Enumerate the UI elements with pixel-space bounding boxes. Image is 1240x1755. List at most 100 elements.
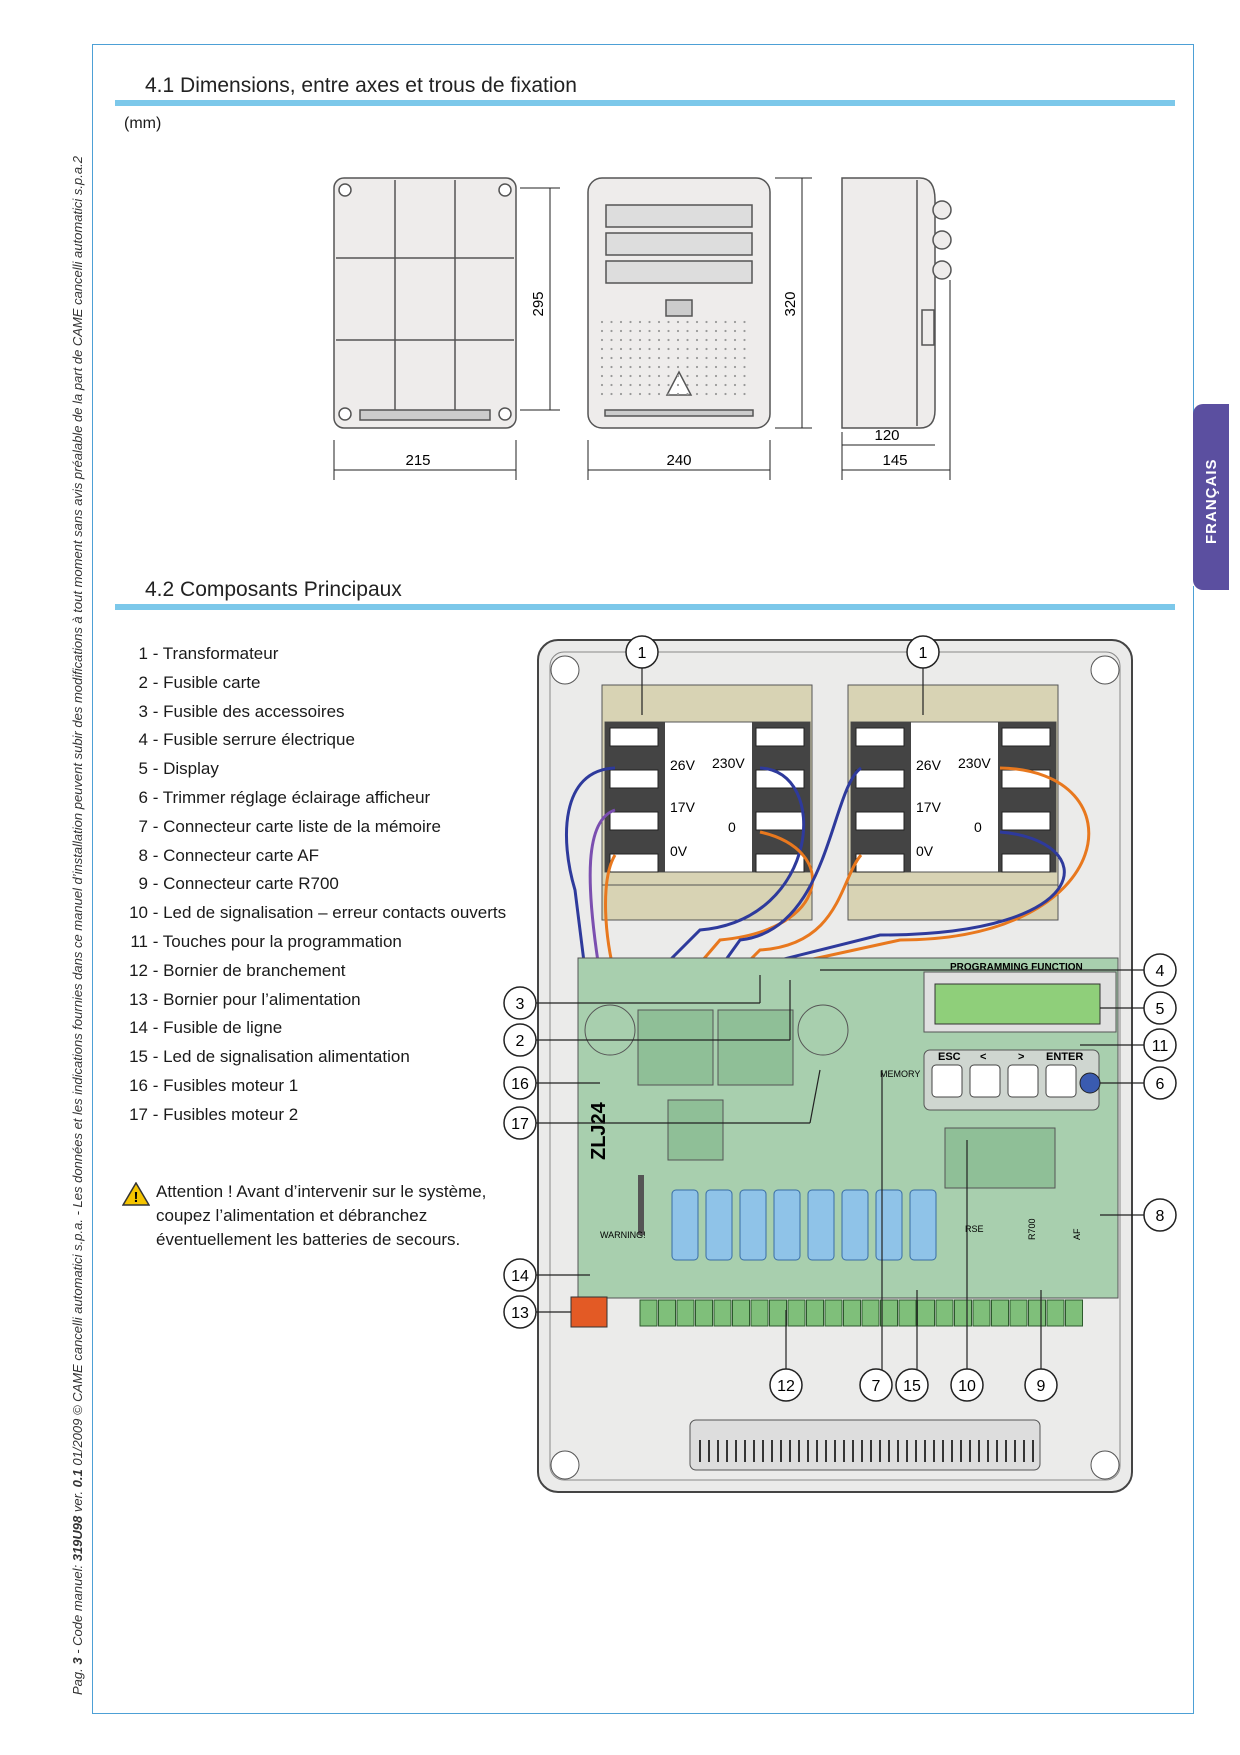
vent-dot: [667, 320, 670, 324]
legend-item: 3 - Fusible des accessoires: [120, 698, 506, 727]
callout-number: 5: [1156, 1001, 1165, 1018]
vent-dot: [657, 392, 661, 396]
vent-dot: [648, 338, 651, 342]
callout-number: 11: [1152, 1038, 1169, 1055]
key-left: <: [980, 1051, 986, 1063]
vent-dot: [657, 383, 661, 387]
vent-dot: [714, 374, 718, 378]
vent-dot: [686, 383, 689, 387]
vent-dot: [714, 329, 718, 333]
transformer-right: [847, 684, 1059, 921]
vent-dot: [610, 392, 613, 396]
transfo-left-17v: 17V: [670, 799, 696, 815]
legend-item: 13 - Bornier pour l’alimentation: [120, 986, 506, 1015]
vent-dot: [619, 374, 623, 378]
vent-dot: [629, 320, 632, 324]
vent-dot: [638, 338, 642, 342]
callout-circle: [895, 1368, 929, 1402]
legend-item-text: - Trimmer réglage éclairage afficheur: [148, 787, 431, 807]
legend-item: 7 - Connecteur carte liste de la mémoire: [120, 813, 506, 842]
vent-dot: [600, 347, 604, 351]
warning-note: ! Attention ! Avant d’intervenir sur le …: [122, 1180, 512, 1252]
transformer-terminal: [855, 727, 905, 747]
enclosure-side-view: [841, 177, 952, 429]
page-frame: [92, 44, 1194, 1714]
terminal-screw: [713, 1299, 732, 1327]
legend-item-number: 3: [138, 701, 148, 721]
terminal-screw: [972, 1299, 991, 1327]
legend-item-number: 4: [138, 730, 148, 750]
transformer-terminal: [609, 811, 659, 831]
vent-dot: [724, 320, 727, 324]
callout-circle: [950, 1368, 984, 1402]
transformer-terminal: [1001, 769, 1051, 789]
legend-item-number: 11: [130, 931, 148, 951]
callout-circle: [1143, 1066, 1177, 1100]
vent-dot: [667, 356, 670, 360]
callout-number: 6: [1156, 1076, 1165, 1093]
terminal-screw: [954, 1299, 972, 1327]
vent-dot: [695, 338, 699, 342]
legend-item: 2 - Fusible carte: [120, 669, 506, 698]
vent-dot: [648, 383, 651, 387]
vent-dot: [714, 392, 718, 396]
vent-dot: [695, 374, 699, 378]
terminal-screw: [1046, 1299, 1065, 1327]
vent-dot: [667, 383, 670, 387]
relay: [773, 1189, 801, 1261]
terminal-screw: [658, 1299, 676, 1327]
terminal-screw: [1009, 1299, 1028, 1327]
vent-dot: [686, 365, 689, 369]
transfo-right-230v: 230V: [958, 755, 991, 771]
transformer-terminal: [609, 727, 659, 747]
callout-circle: [503, 1258, 537, 1292]
vent-dot: [600, 320, 604, 324]
vent-dot: [648, 356, 651, 360]
legend-item-number: 7: [138, 816, 148, 836]
display-title: PROGRAMMING FUNCTION: [950, 962, 1083, 973]
vent-dot: [733, 374, 737, 378]
transfo-right-17v: 17V: [916, 799, 942, 815]
transformer-terminal: [1001, 811, 1051, 831]
legend-item-number: 10: [129, 903, 148, 923]
callout-number: 10: [958, 1378, 976, 1395]
relay: [739, 1189, 767, 1261]
callout-circle: [503, 1295, 537, 1329]
vent-dot: [638, 365, 642, 369]
vent-dot: [695, 320, 699, 324]
vent-dot: [705, 320, 708, 324]
page-frame-edge: [1193, 44, 1194, 414]
callout-circle: [625, 635, 659, 669]
callout-number: 2: [516, 1033, 525, 1050]
board-rse-label: RSE: [965, 1224, 984, 1234]
callout-circle: [1024, 1368, 1058, 1402]
legend-item-text: - Led de signalisation – erreur contacts…: [148, 903, 507, 923]
vent-dot: [705, 356, 708, 360]
terminal-screw: [787, 1299, 806, 1327]
legend-item-number: 12: [129, 960, 148, 980]
vent-dot: [619, 365, 623, 369]
transformer-wires: [564, 766, 1091, 977]
vent-dot: [619, 383, 623, 387]
page-frame-edge: [1193, 586, 1194, 1714]
vent-dot: [657, 356, 661, 360]
vent-dot: [695, 383, 699, 387]
legend-item: 10 - Led de signalisation – erreur conta…: [120, 899, 506, 928]
section-title-components: 4.2 Composants Principaux: [145, 578, 402, 601]
vent-dot: [629, 347, 632, 351]
transformer-terminal: [855, 853, 905, 873]
vent-dot: [667, 374, 670, 378]
vent-dot: [619, 329, 623, 333]
legend-item-text: - Connecteur carte liste de la mémoire: [148, 816, 441, 836]
terminal-screw: [769, 1299, 787, 1327]
vent-dot: [714, 383, 718, 387]
transformer-left: [601, 684, 813, 921]
vent-dot: [610, 356, 613, 360]
vent-dot: [705, 392, 708, 396]
vent-dot: [648, 365, 651, 369]
terminal-screw: [898, 1299, 917, 1327]
vent-dot: [629, 383, 632, 387]
display: [923, 971, 1117, 1033]
legend-item-text: - Transformateur: [148, 644, 279, 663]
vent-dot: [667, 392, 670, 396]
